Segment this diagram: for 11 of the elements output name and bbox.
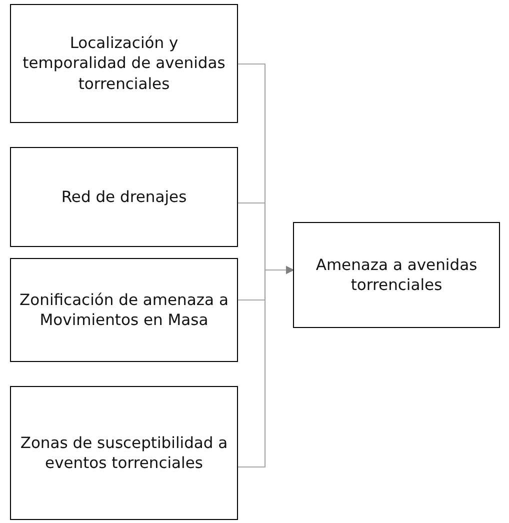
box-label: Red de drenajes	[61, 186, 187, 208]
process-box	[10, 147, 238, 247]
process-box	[10, 258, 238, 362]
box-label: Zonas de susceptibilidad a eventos torrenciales	[19, 432, 229, 474]
box-label: Zonificación de amenaza a Movimientos en Masa	[19, 290, 229, 330]
process-box	[293, 222, 500, 328]
process-box	[10, 386, 238, 520]
box-label: Amenaza a avenidas torrenciales	[314, 254, 478, 296]
process-box	[10, 4, 238, 123]
connector-arrow	[238, 266, 294, 468]
box-label: Localización y temporalidad de avenidas torrenciales	[22, 33, 226, 94]
